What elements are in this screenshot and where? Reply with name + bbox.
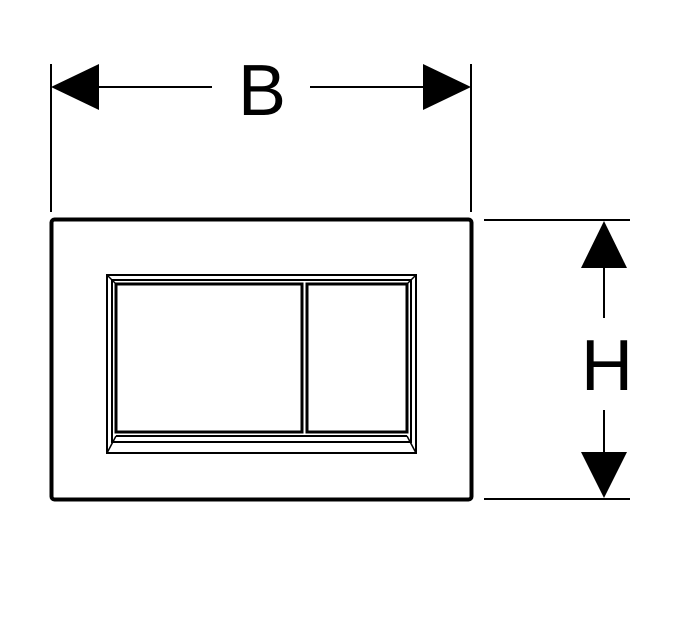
button-housing-inner [111,279,412,443]
height-arrow-down-icon [581,452,627,498]
height-arrow-up-icon [581,221,627,268]
bevel-line-bottom-right [406,435,417,454]
width-dimension: B [50,51,472,212]
flush-plate [49,217,474,502]
width-arrow-left-icon [51,64,99,110]
height-dimension: H [484,219,633,500]
plate-frame [49,217,474,502]
width-label: B [238,51,286,131]
small-flush-button [305,282,409,434]
height-label: H [581,326,633,406]
width-arrow-right-icon [423,64,471,110]
large-flush-button [114,282,304,434]
button-housing-outer [106,274,417,454]
bevel-line-bottom-left [106,435,117,454]
